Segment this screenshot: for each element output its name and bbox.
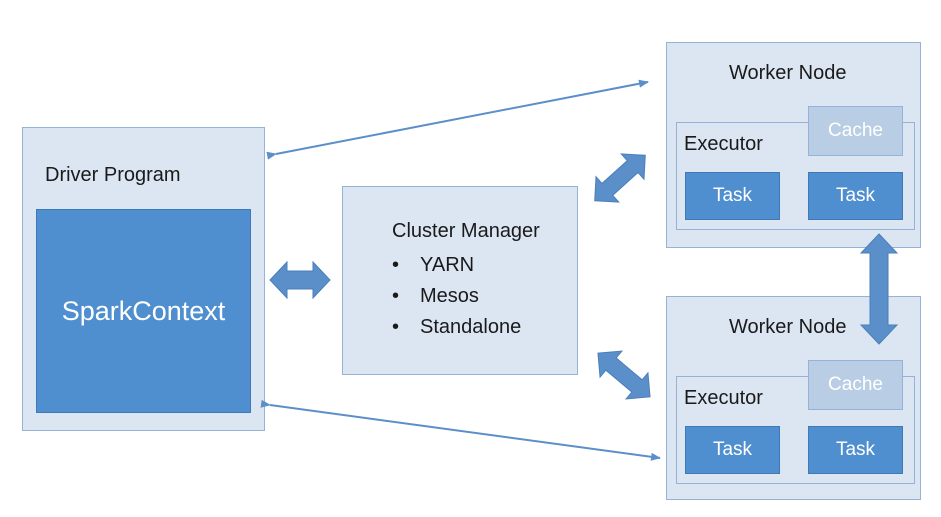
worker-node-title: Worker Node xyxy=(729,316,847,338)
task-box: Task xyxy=(808,426,903,474)
bullet-icon: • xyxy=(392,254,400,276)
task-label: Task xyxy=(712,185,753,206)
cluster-manager-box xyxy=(342,186,578,375)
cluster-manager-list: • YARN • Mesos • Standalone xyxy=(392,250,521,343)
cache-label: Cache xyxy=(828,120,883,141)
arrow-line xyxy=(260,399,661,461)
task-label: Task xyxy=(835,439,876,460)
task-box: Task xyxy=(685,426,780,474)
list-item-label: Mesos xyxy=(420,285,479,307)
cache-label: Cache xyxy=(828,374,883,395)
cache-box: Cache xyxy=(808,360,903,410)
double-arrow-icon xyxy=(269,260,331,300)
list-item: • Mesos xyxy=(392,281,521,312)
list-item: • YARN xyxy=(392,250,521,281)
double-arrow-icon xyxy=(594,153,646,203)
arrow-line xyxy=(266,79,649,160)
driver-program-title: Driver Program xyxy=(45,164,181,186)
list-item-label: YARN xyxy=(420,254,475,276)
list-item: • Standalone xyxy=(392,312,521,343)
spark-context-label: SparkContext xyxy=(61,295,226,326)
executor-label: Executor xyxy=(684,133,763,155)
cache-box: Cache xyxy=(808,106,903,156)
task-box: Task xyxy=(808,172,903,220)
cluster-manager-title: Cluster Manager xyxy=(392,220,540,242)
double-arrow-icon xyxy=(597,350,651,400)
worker-node-title: Worker Node xyxy=(729,62,847,84)
task-label: Task xyxy=(835,185,876,206)
double-arrow-icon xyxy=(859,233,899,345)
bullet-icon: • xyxy=(392,316,400,338)
spark-context-box: SparkContext xyxy=(36,209,251,413)
list-item-label: Standalone xyxy=(420,316,522,338)
task-box: Task xyxy=(685,172,780,220)
bullet-icon: • xyxy=(392,285,400,307)
task-label: Task xyxy=(712,439,753,460)
executor-label: Executor xyxy=(684,387,763,409)
